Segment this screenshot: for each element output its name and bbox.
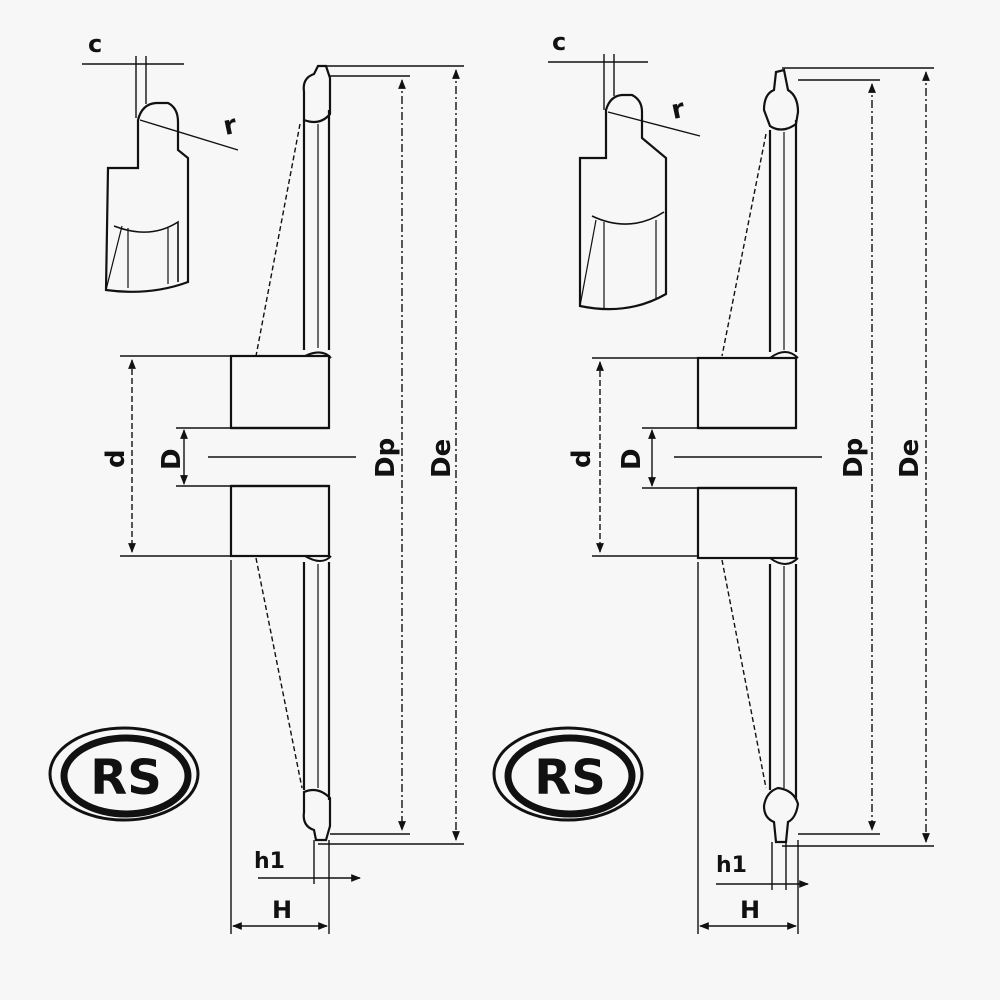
left-label-c: c	[88, 30, 102, 58]
right-label-d: d	[567, 449, 597, 468]
right-tooth-detail	[548, 54, 701, 311]
left-label-d: d	[101, 449, 131, 468]
right-label-Dp: Dp	[839, 438, 869, 478]
left-rs-logo: RS	[48, 726, 200, 822]
left-label-r: r	[221, 110, 240, 142]
right-label-r: r	[669, 94, 688, 126]
left-logo-text: RS	[90, 750, 162, 806]
right-dim-D	[642, 427, 698, 489]
right-dim-h1-H	[697, 562, 809, 934]
right-plate	[721, 68, 800, 844]
left-label-Dp: Dp	[371, 438, 401, 478]
left-sprocket-drawing: c r	[48, 30, 464, 934]
left-label-h1: h1	[254, 849, 285, 874]
left-label-D-bore: D	[157, 448, 187, 470]
right-dim-d	[592, 357, 698, 557]
right-label-D-bore: D	[617, 448, 647, 470]
right-label-H: H	[740, 896, 760, 924]
left-dim-d	[120, 355, 231, 557]
left-hub-section	[229, 351, 332, 562]
left-dim-De	[318, 65, 464, 845]
right-label-De: De	[895, 439, 925, 478]
right-label-c: c	[552, 28, 566, 56]
left-label-De: De	[427, 439, 457, 478]
left-plate	[255, 64, 332, 842]
left-tooth-detail	[82, 56, 239, 293]
right-dim-De	[782, 67, 934, 847]
right-logo-text: RS	[534, 750, 606, 806]
right-rs-logo: RS	[492, 726, 644, 822]
right-label-h1: h1	[716, 853, 747, 878]
left-dim-h1-H	[230, 560, 361, 934]
right-hub-section	[696, 351, 799, 565]
left-dim-D	[176, 427, 231, 487]
right-sprocket-drawing: c r	[492, 28, 934, 934]
right-dim-Dp	[798, 79, 880, 835]
left-label-H: H	[272, 896, 292, 924]
left-dim-Dp	[330, 75, 410, 835]
